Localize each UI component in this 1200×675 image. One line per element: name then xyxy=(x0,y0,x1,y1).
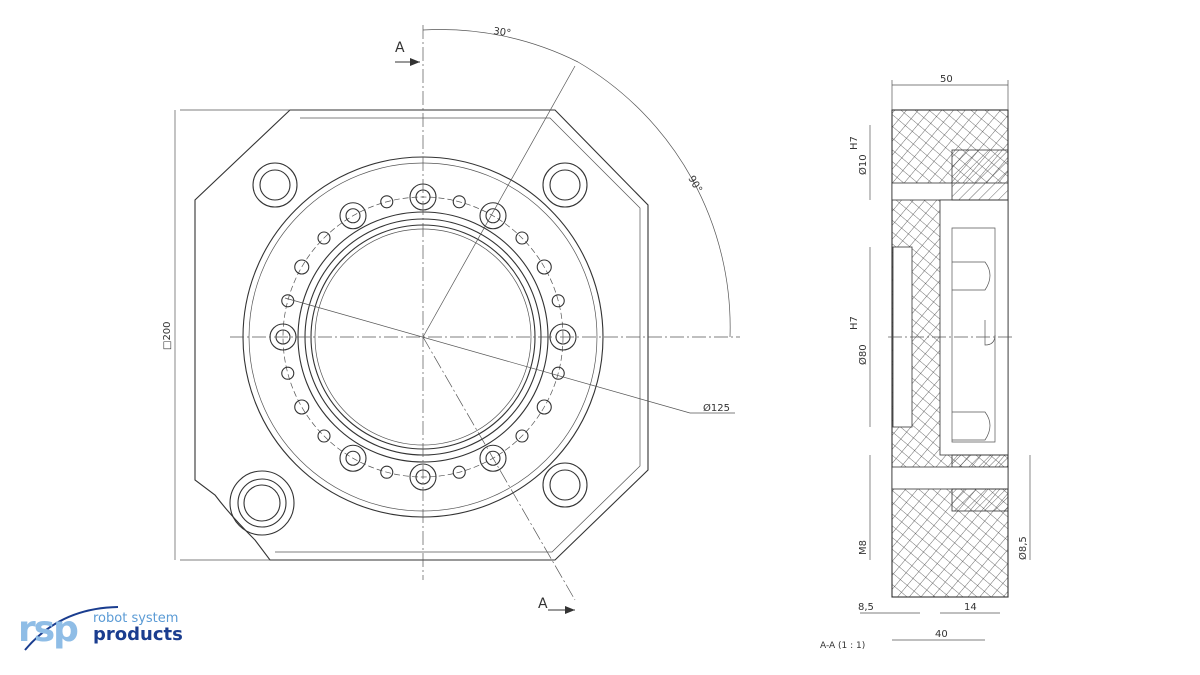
width-50-label: 50 xyxy=(940,74,953,85)
through-hole-label: Ø8,5 xyxy=(1017,536,1029,560)
bolt-hole xyxy=(294,399,310,415)
section-marker-bottom: A xyxy=(538,596,548,612)
small-hole xyxy=(515,231,529,245)
bolt-hole xyxy=(485,450,501,466)
front-view: A A 30° 90° □200 Ø125 xyxy=(162,25,740,614)
bolt-hole xyxy=(345,450,361,466)
bolt-hole xyxy=(339,444,367,472)
angle-30-label: 30° xyxy=(493,26,512,39)
rsp-logo: rsp robot system products xyxy=(18,604,193,656)
thread-label: M8 xyxy=(858,540,869,555)
angle-90-label: 90° xyxy=(685,174,703,195)
bolt-hole xyxy=(339,202,367,230)
small-hole xyxy=(317,231,331,245)
section-marker-top: A xyxy=(395,40,405,56)
corner-holes xyxy=(229,162,588,536)
bolt-circle-label: Ø125 xyxy=(703,402,730,414)
logo-swoosh xyxy=(24,606,119,651)
pin-hole-label: Ø10 xyxy=(857,154,869,175)
bolt-hole xyxy=(485,208,501,224)
plate-outline xyxy=(194,109,649,561)
small-hole xyxy=(515,429,529,443)
section-view: 50 Ø10 H7 Ø80 H7 M8 Ø8,5 8,5 14 40 A-A (… xyxy=(820,74,1031,651)
small-hole xyxy=(380,195,394,209)
logo-mark: rsp xyxy=(18,609,79,650)
bolt-hole xyxy=(345,208,361,224)
small-hole xyxy=(281,294,295,308)
small-hole xyxy=(452,465,466,479)
small-hole xyxy=(452,195,466,209)
dim-40-label: 40 xyxy=(935,629,948,640)
bolt-hole xyxy=(536,259,552,275)
small-hole xyxy=(551,366,565,380)
logo-line2: products xyxy=(93,624,183,645)
bore-label: Ø80 xyxy=(857,344,869,365)
dim-8-5-label: 8,5 xyxy=(858,602,874,613)
small-hole xyxy=(380,465,394,479)
logo-line1: robot system xyxy=(93,611,179,626)
small-hole xyxy=(317,429,331,443)
section-caption: A-A (1 : 1) xyxy=(820,641,865,651)
bolt-hole xyxy=(294,259,310,275)
small-hole xyxy=(551,294,565,308)
square-200-label: □200 xyxy=(162,321,173,350)
dim-14-label: 14 xyxy=(964,602,977,613)
pin-hole-tol: H7 xyxy=(849,136,860,150)
bore-tol: H7 xyxy=(849,316,860,330)
bolt-hole xyxy=(479,444,507,472)
bolt-hole xyxy=(479,202,507,230)
small-hole xyxy=(281,366,295,380)
bolt-hole xyxy=(536,399,552,415)
